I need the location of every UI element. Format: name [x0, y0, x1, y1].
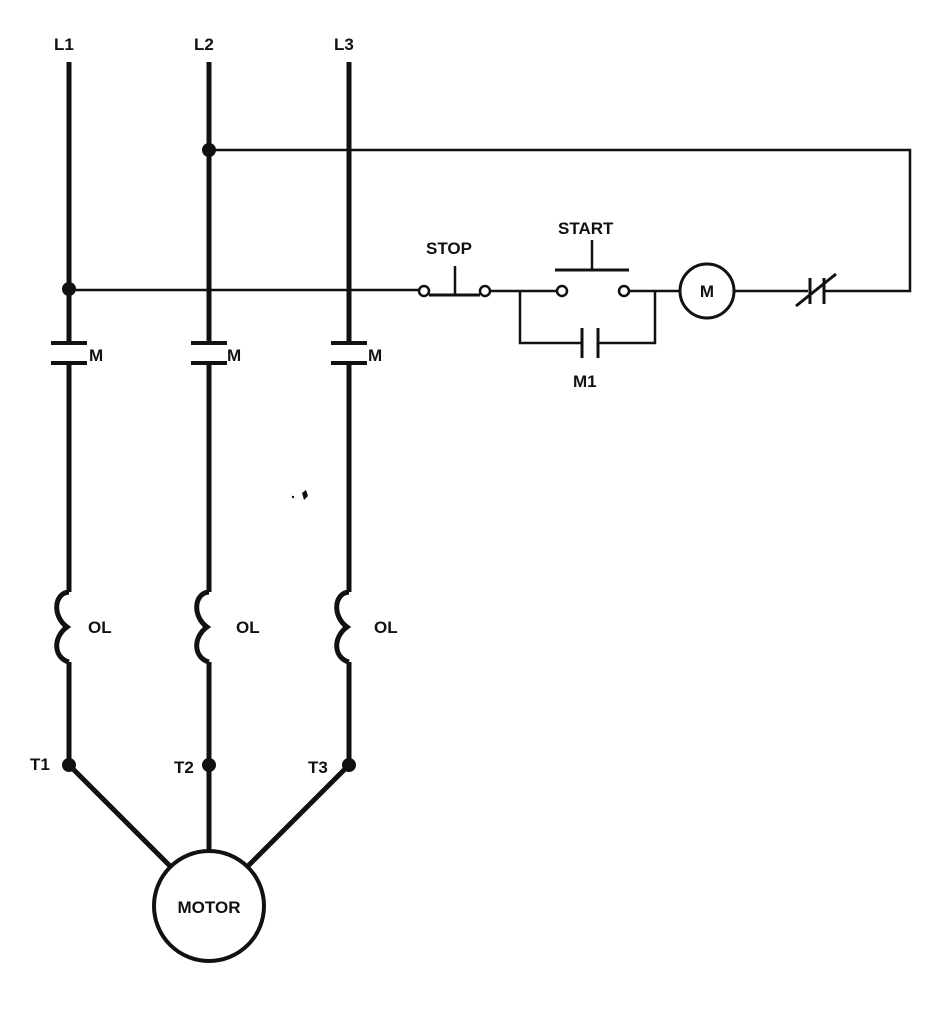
terminal-label-t2: T2 [174, 758, 194, 777]
control-return-wire [209, 148, 912, 293]
motor-symbol [152, 849, 266, 963]
coil-label: M [700, 282, 714, 301]
terminal-dot-t2 [202, 758, 216, 772]
line-label-l3: L3 [334, 35, 354, 54]
stop-label: STOP [426, 239, 472, 258]
main-contact-label-l1: M [89, 346, 103, 365]
motor-lead-t3 [246, 763, 351, 868]
overload-label-l2: OL [236, 618, 260, 637]
overload-label-l1: OL [88, 618, 112, 637]
main-contact-label-l2: M [227, 346, 241, 365]
overload-nc-contact [795, 272, 837, 308]
aux-contact-label: M1 [573, 372, 597, 391]
main-contact-l1 [51, 341, 87, 365]
start-pushbutton [555, 240, 631, 298]
start-label: START [558, 219, 614, 238]
overload-heater-l3 [334, 589, 352, 665]
line-label-l2: L2 [194, 35, 214, 54]
overload-heater-l2 [194, 589, 212, 665]
main-contact-l3 [331, 341, 367, 365]
terminal-label-t3: T3 [308, 758, 328, 777]
ink-speck-small [291, 495, 295, 499]
motor-label: MOTOR [178, 898, 241, 917]
main-contact-label-l3: M [368, 346, 382, 365]
terminal-label-t1: T1 [30, 755, 50, 774]
aux-holding-contact [518, 291, 657, 358]
overload-heater-l1 [54, 589, 72, 665]
main-contact-l2 [191, 341, 227, 365]
line-label-l1: L1 [54, 35, 74, 54]
overload-label-l3: OL [374, 618, 398, 637]
ink-speck [302, 490, 308, 500]
motor-lead-t1 [67, 763, 172, 868]
stop-pushbutton [417, 266, 492, 298]
